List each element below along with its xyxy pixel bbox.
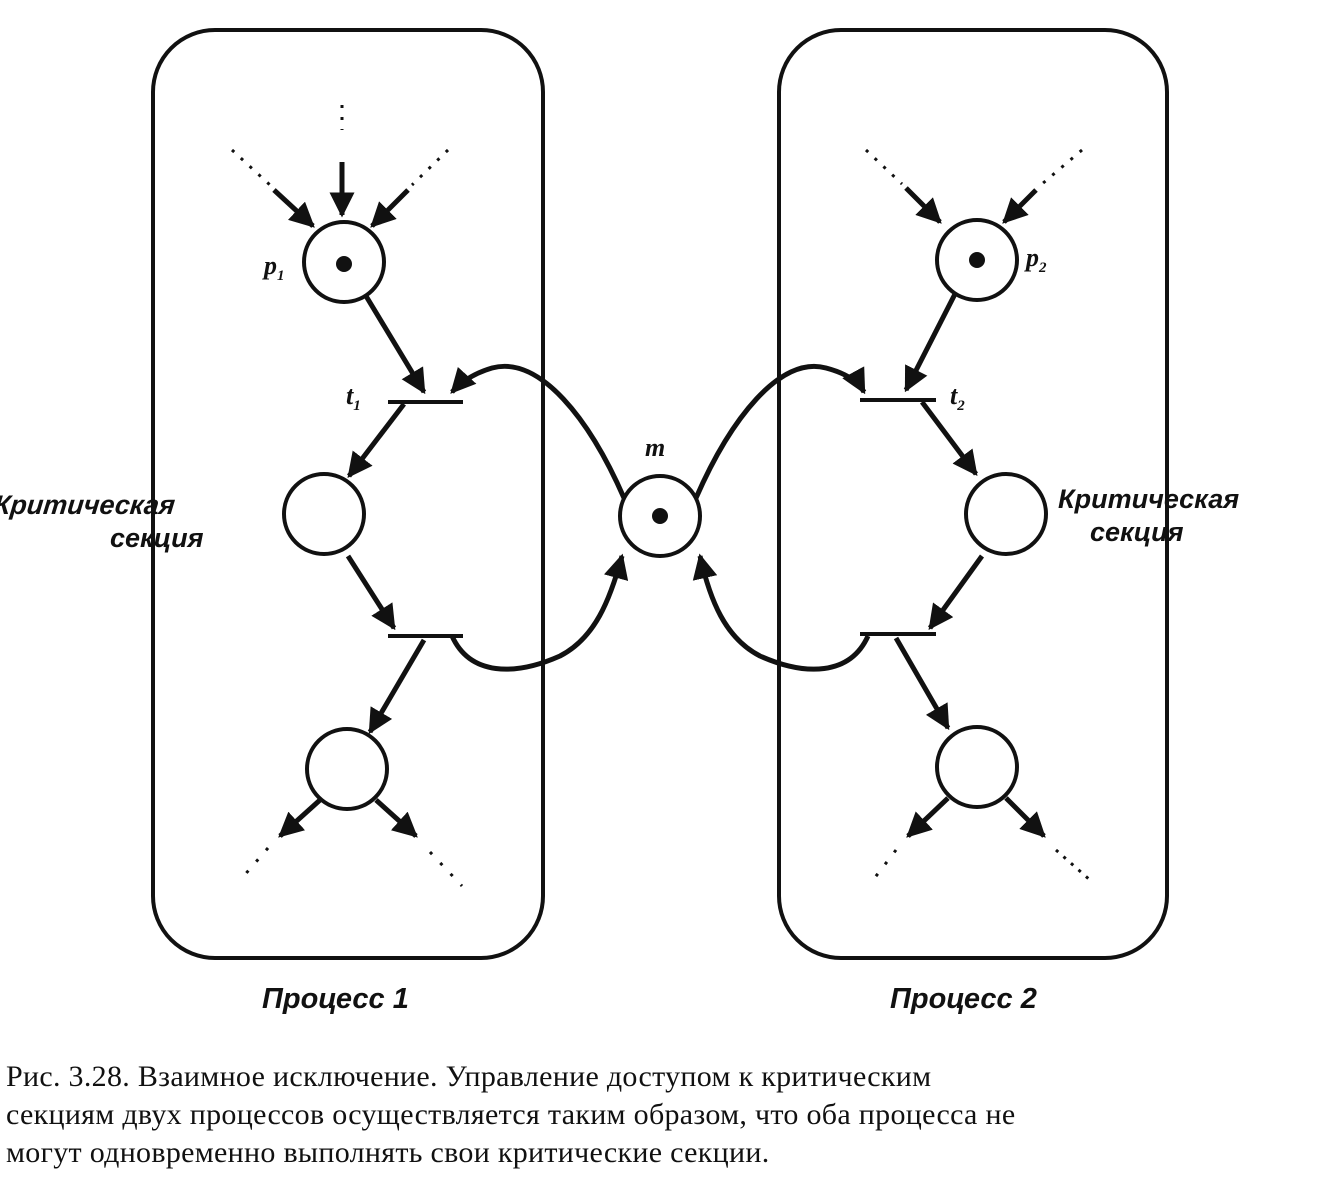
label-p2: p2: [1024, 243, 1047, 276]
process1-incoming-arcs: [230, 105, 450, 228]
caption-line-2: секциям двух процессов осуществляется та…: [6, 1098, 1016, 1131]
token-p2: [969, 252, 985, 268]
token-p1: [336, 256, 352, 272]
arc-p1-t1: [363, 294, 427, 395]
token-m: [652, 508, 668, 524]
arc-m-t1: [450, 363, 627, 499]
label-critical-1b: секция: [110, 523, 204, 553]
process1-box: [151, 28, 545, 960]
arc-p2-t2: [903, 292, 958, 393]
label-p1: p1: [262, 251, 285, 284]
place-after-2: [935, 725, 1019, 809]
label-m: m: [645, 433, 665, 462]
petri-net-diagram: p1 t1 Критическая секция m p2 t2: [0, 28, 1239, 1015]
label-t1: t1: [346, 381, 361, 414]
process2-incoming-arcs: [864, 148, 1083, 224]
process1-label: Процесс 1: [262, 983, 409, 1015]
process2-label: Процесс 2: [890, 983, 1037, 1015]
place-critical-section-1: [282, 472, 366, 556]
label-critical-2b: секция: [1090, 517, 1184, 547]
caption-line-3: могут одновременно выполнять свои критич…: [6, 1136, 770, 1169]
arc-critical2-t2exit: [927, 554, 985, 631]
label-critical-2: Критическая: [1058, 484, 1239, 514]
process2-box: [777, 28, 1169, 960]
arc-t2-critical2: [920, 400, 978, 476]
arc-exit1-m: [449, 553, 629, 672]
process2-outgoing-arcs: [868, 796, 1091, 885]
arc-exit1-place: [367, 638, 427, 735]
figure-caption: Рис. 3.28. Взаимное исключение. Управлен…: [6, 1058, 1326, 1172]
caption-line-1: Рис. 3.28. Взаимное исключение. Управлен…: [6, 1060, 932, 1093]
label-critical-1: Критическая: [0, 489, 177, 520]
place-after-1: [305, 727, 389, 811]
arc-exit2-place: [893, 636, 951, 731]
arc-t1-critical1: [347, 402, 406, 478]
arc-exit2-m: [692, 553, 871, 672]
arc-m-t2: [693, 363, 867, 499]
arc-critical1-t1exit: [345, 554, 397, 631]
process1-outgoing-arcs: [240, 798, 464, 888]
label-t2: t2: [950, 381, 965, 414]
place-critical-section-2: [964, 472, 1048, 556]
